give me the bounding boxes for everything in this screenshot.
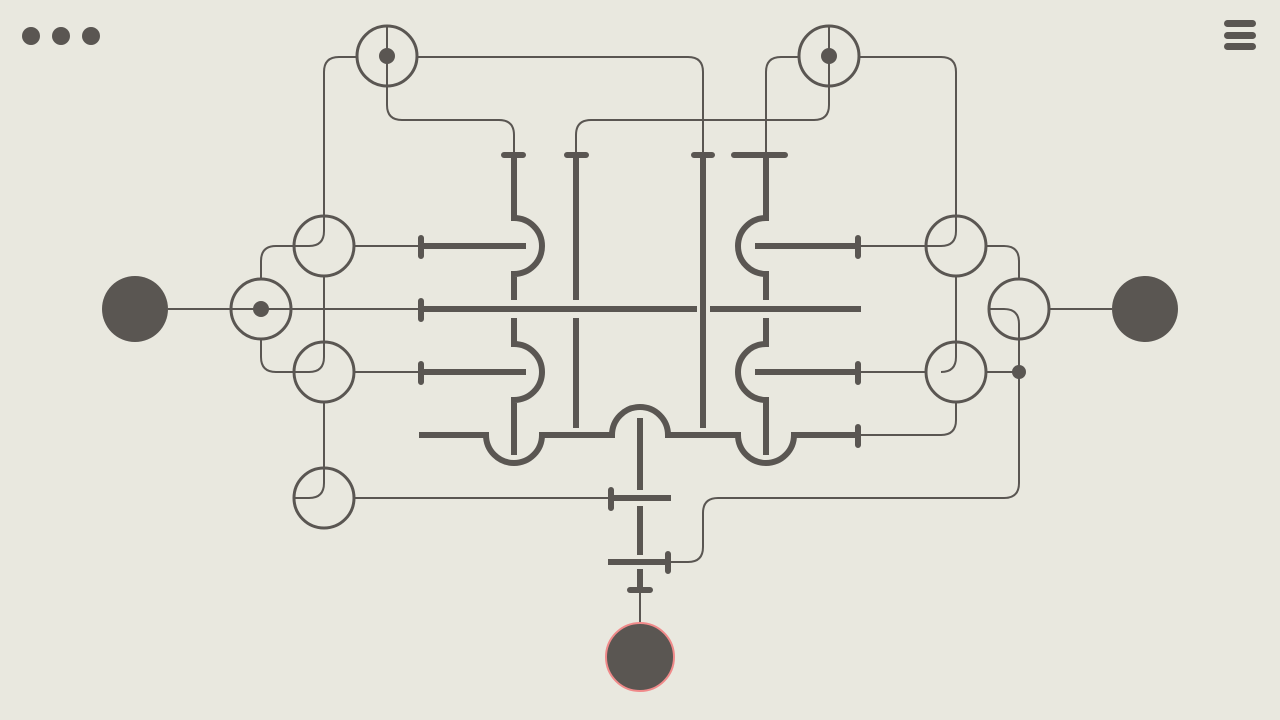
ring-node[interactable] [292,340,356,404]
hamburger-menu-icon[interactable] [1224,20,1256,50]
tracks [418,152,861,593]
ring-node[interactable] [292,214,356,278]
ring-node[interactable] [229,277,293,341]
ring-node[interactable] [924,340,988,404]
ring-nodes[interactable] [229,24,1051,530]
bottom-terminal-node-selected[interactable] [605,622,675,692]
ring-node[interactable] [987,277,1051,341]
ring-node[interactable] [292,466,356,530]
more-dots-icon[interactable] [22,27,100,45]
wires [168,26,1112,623]
ring-node[interactable] [924,214,988,278]
left-terminal-node[interactable] [102,276,168,342]
junction-dot [1012,365,1026,379]
ring-node[interactable] [797,24,861,88]
right-terminal-node[interactable] [1112,276,1178,342]
ring-node[interactable] [355,24,419,88]
